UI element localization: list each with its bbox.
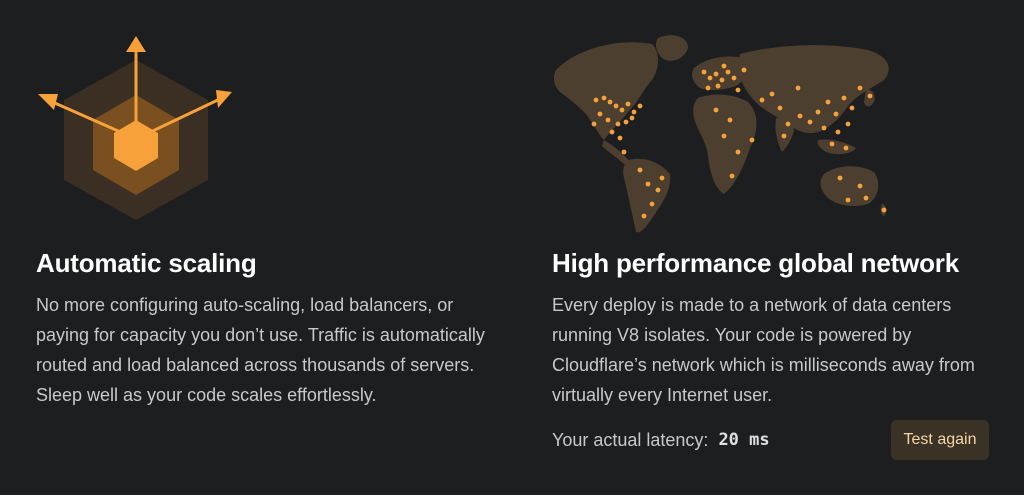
latency-row: Your actual latency: 20 ms: [552, 424, 770, 456]
hexagon-scaling-icon: [38, 36, 232, 220]
global-network-description: Every deploy is made to a network of dat…: [552, 295, 975, 405]
latency-value: 20 ms: [718, 430, 770, 450]
automatic-scaling-description: No more configuring auto-scaling, load b…: [36, 295, 485, 405]
global-network-title: High performance global network: [552, 248, 959, 278]
world-map-icon: [553, 35, 889, 233]
automatic-scaling-title: Automatic scaling: [36, 248, 257, 278]
latency-label: Your actual latency:: [552, 429, 709, 450]
test-again-button[interactable]: Test again: [891, 420, 989, 460]
